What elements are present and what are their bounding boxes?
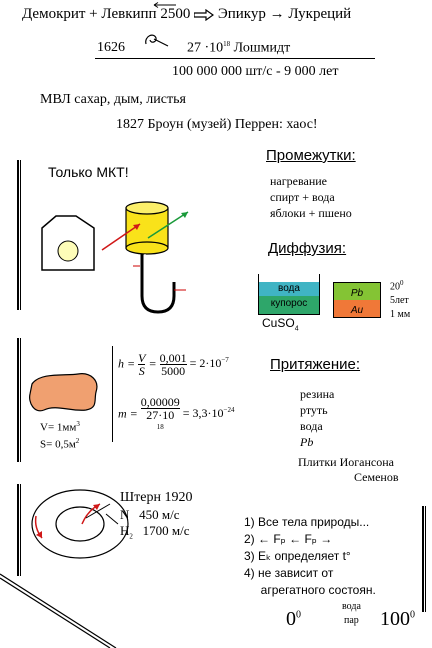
cuso4-formula: CuSO4 bbox=[262, 316, 299, 333]
hollow-arrow-icon bbox=[193, 8, 215, 21]
loschmidt-number: 27 ·1018 Лошмидт bbox=[187, 40, 291, 56]
hundred-degrees: 1000 bbox=[380, 608, 415, 630]
conclusion-item: 1) Все тела природы... bbox=[244, 515, 370, 529]
section2-mid-bar bbox=[112, 346, 113, 442]
section2-left-bar-thin bbox=[20, 338, 21, 462]
film-area: S= 0,5м2 bbox=[40, 436, 80, 451]
only-mkt-title: Только МКТ! bbox=[48, 164, 129, 180]
mvl-line: МВЛ сахар, дым, листья bbox=[40, 92, 186, 107]
duration: 5лет bbox=[390, 295, 409, 307]
temperature: 200 bbox=[390, 279, 404, 293]
diagonal-lines bbox=[0, 573, 117, 648]
oil-film-sketch bbox=[29, 373, 98, 412]
section1-left-bar bbox=[17, 160, 19, 310]
section3-left-bar-thin bbox=[20, 484, 21, 576]
film-params: V= 1мм3 S= 0,5м2 bbox=[40, 418, 80, 451]
attraction-list: резина ртуть вода Pb bbox=[300, 386, 334, 450]
attraction-title: Притяжение: bbox=[270, 356, 361, 373]
epicurus: Эпикур bbox=[217, 6, 266, 22]
gaps-title: Промежутки: bbox=[266, 147, 356, 164]
film-volume: V= 1мм3 bbox=[40, 420, 80, 434]
arrow-left-icon bbox=[153, 2, 176, 8]
stern-1920: Штерн 1920 bbox=[120, 490, 193, 505]
speed-hydrogen: H2 1700 м/с bbox=[120, 523, 190, 541]
stern-experiment-sketch bbox=[31, 489, 129, 559]
section3-right-bar bbox=[422, 506, 424, 612]
gaps-list: нагревание спирт + вода яблоки + пшено bbox=[270, 173, 352, 221]
steam-label: пар bbox=[344, 615, 359, 626]
beaker-vitriol-layer: купорос bbox=[259, 296, 319, 314]
molecule-rate: 100 000 000 шт/с - 9 000 лет bbox=[172, 64, 339, 79]
mkt-apparatus-sketch bbox=[41, 201, 189, 314]
section2-left-bar bbox=[17, 338, 19, 462]
gaps-item: яблоки + пшено bbox=[270, 206, 352, 220]
conclusions-list: 1) Все тела природы... 2) ← Fₚ ← Fₚ → 3)… bbox=[244, 514, 376, 599]
loschmidt-year: 1626 bbox=[97, 40, 125, 55]
arrow-right-icon: → bbox=[269, 6, 285, 22]
year-2500: 2500 bbox=[160, 6, 191, 22]
johansson-plates: Плитки Иогансона bbox=[298, 455, 394, 469]
lucretius: Лукреций bbox=[288, 6, 352, 22]
speed-nitrogen: N 450 м/с bbox=[120, 507, 180, 522]
scribble-icon bbox=[145, 34, 169, 47]
depth: 1 мм bbox=[390, 309, 411, 321]
metal-blocks: Pb Au bbox=[333, 282, 381, 318]
loschmidt-name: Лошмидт bbox=[233, 40, 291, 56]
water-label: вода bbox=[342, 601, 361, 612]
conclusion-item: 3) Eₖ определяет t° bbox=[244, 549, 351, 563]
conclusion-item: 2) ← Fₚ ← Fₚ → bbox=[244, 532, 333, 546]
conclusion-item: агрегатного состоян. bbox=[244, 583, 376, 597]
section1-left-bar-thin bbox=[20, 160, 21, 310]
democritus-leucippus: Демокрит + Левкипп bbox=[22, 6, 157, 22]
beaker-water-layer: вода bbox=[259, 282, 319, 296]
diffusion-title: Диффузия: bbox=[268, 240, 347, 257]
stern-speeds: N 450 м/с H2 1700 м/с bbox=[120, 507, 190, 545]
semenov-name: Семенов bbox=[354, 470, 399, 484]
section3-left-bar bbox=[17, 484, 19, 576]
gaps-item: спирт + вода bbox=[270, 190, 335, 204]
diffusion-conditions: 200 5лет 1 мм bbox=[390, 276, 410, 322]
beaker: вода купорос bbox=[258, 274, 320, 315]
zero-degrees: 00 bbox=[286, 608, 301, 630]
attraction-item: ртуть bbox=[300, 403, 328, 417]
section3-right-bar-thin bbox=[425, 506, 426, 612]
brown-perrin-line: 1827 Броун (музей) Перрен: хаос! bbox=[116, 117, 318, 132]
lead-block: Pb bbox=[334, 283, 380, 300]
attraction-item: Pb bbox=[300, 435, 314, 449]
conclusion-item: 4) не зависит от bbox=[244, 566, 334, 580]
attraction-item: вода bbox=[300, 419, 323, 433]
gold-block: Au bbox=[334, 300, 380, 317]
fraction-line bbox=[95, 58, 375, 59]
gaps-item: нагревание bbox=[270, 174, 327, 188]
attraction-item: резина bbox=[300, 387, 335, 401]
history-line-1: Демокрит + Левкипп 2500 Эпикур → Лукреци… bbox=[22, 6, 351, 23]
